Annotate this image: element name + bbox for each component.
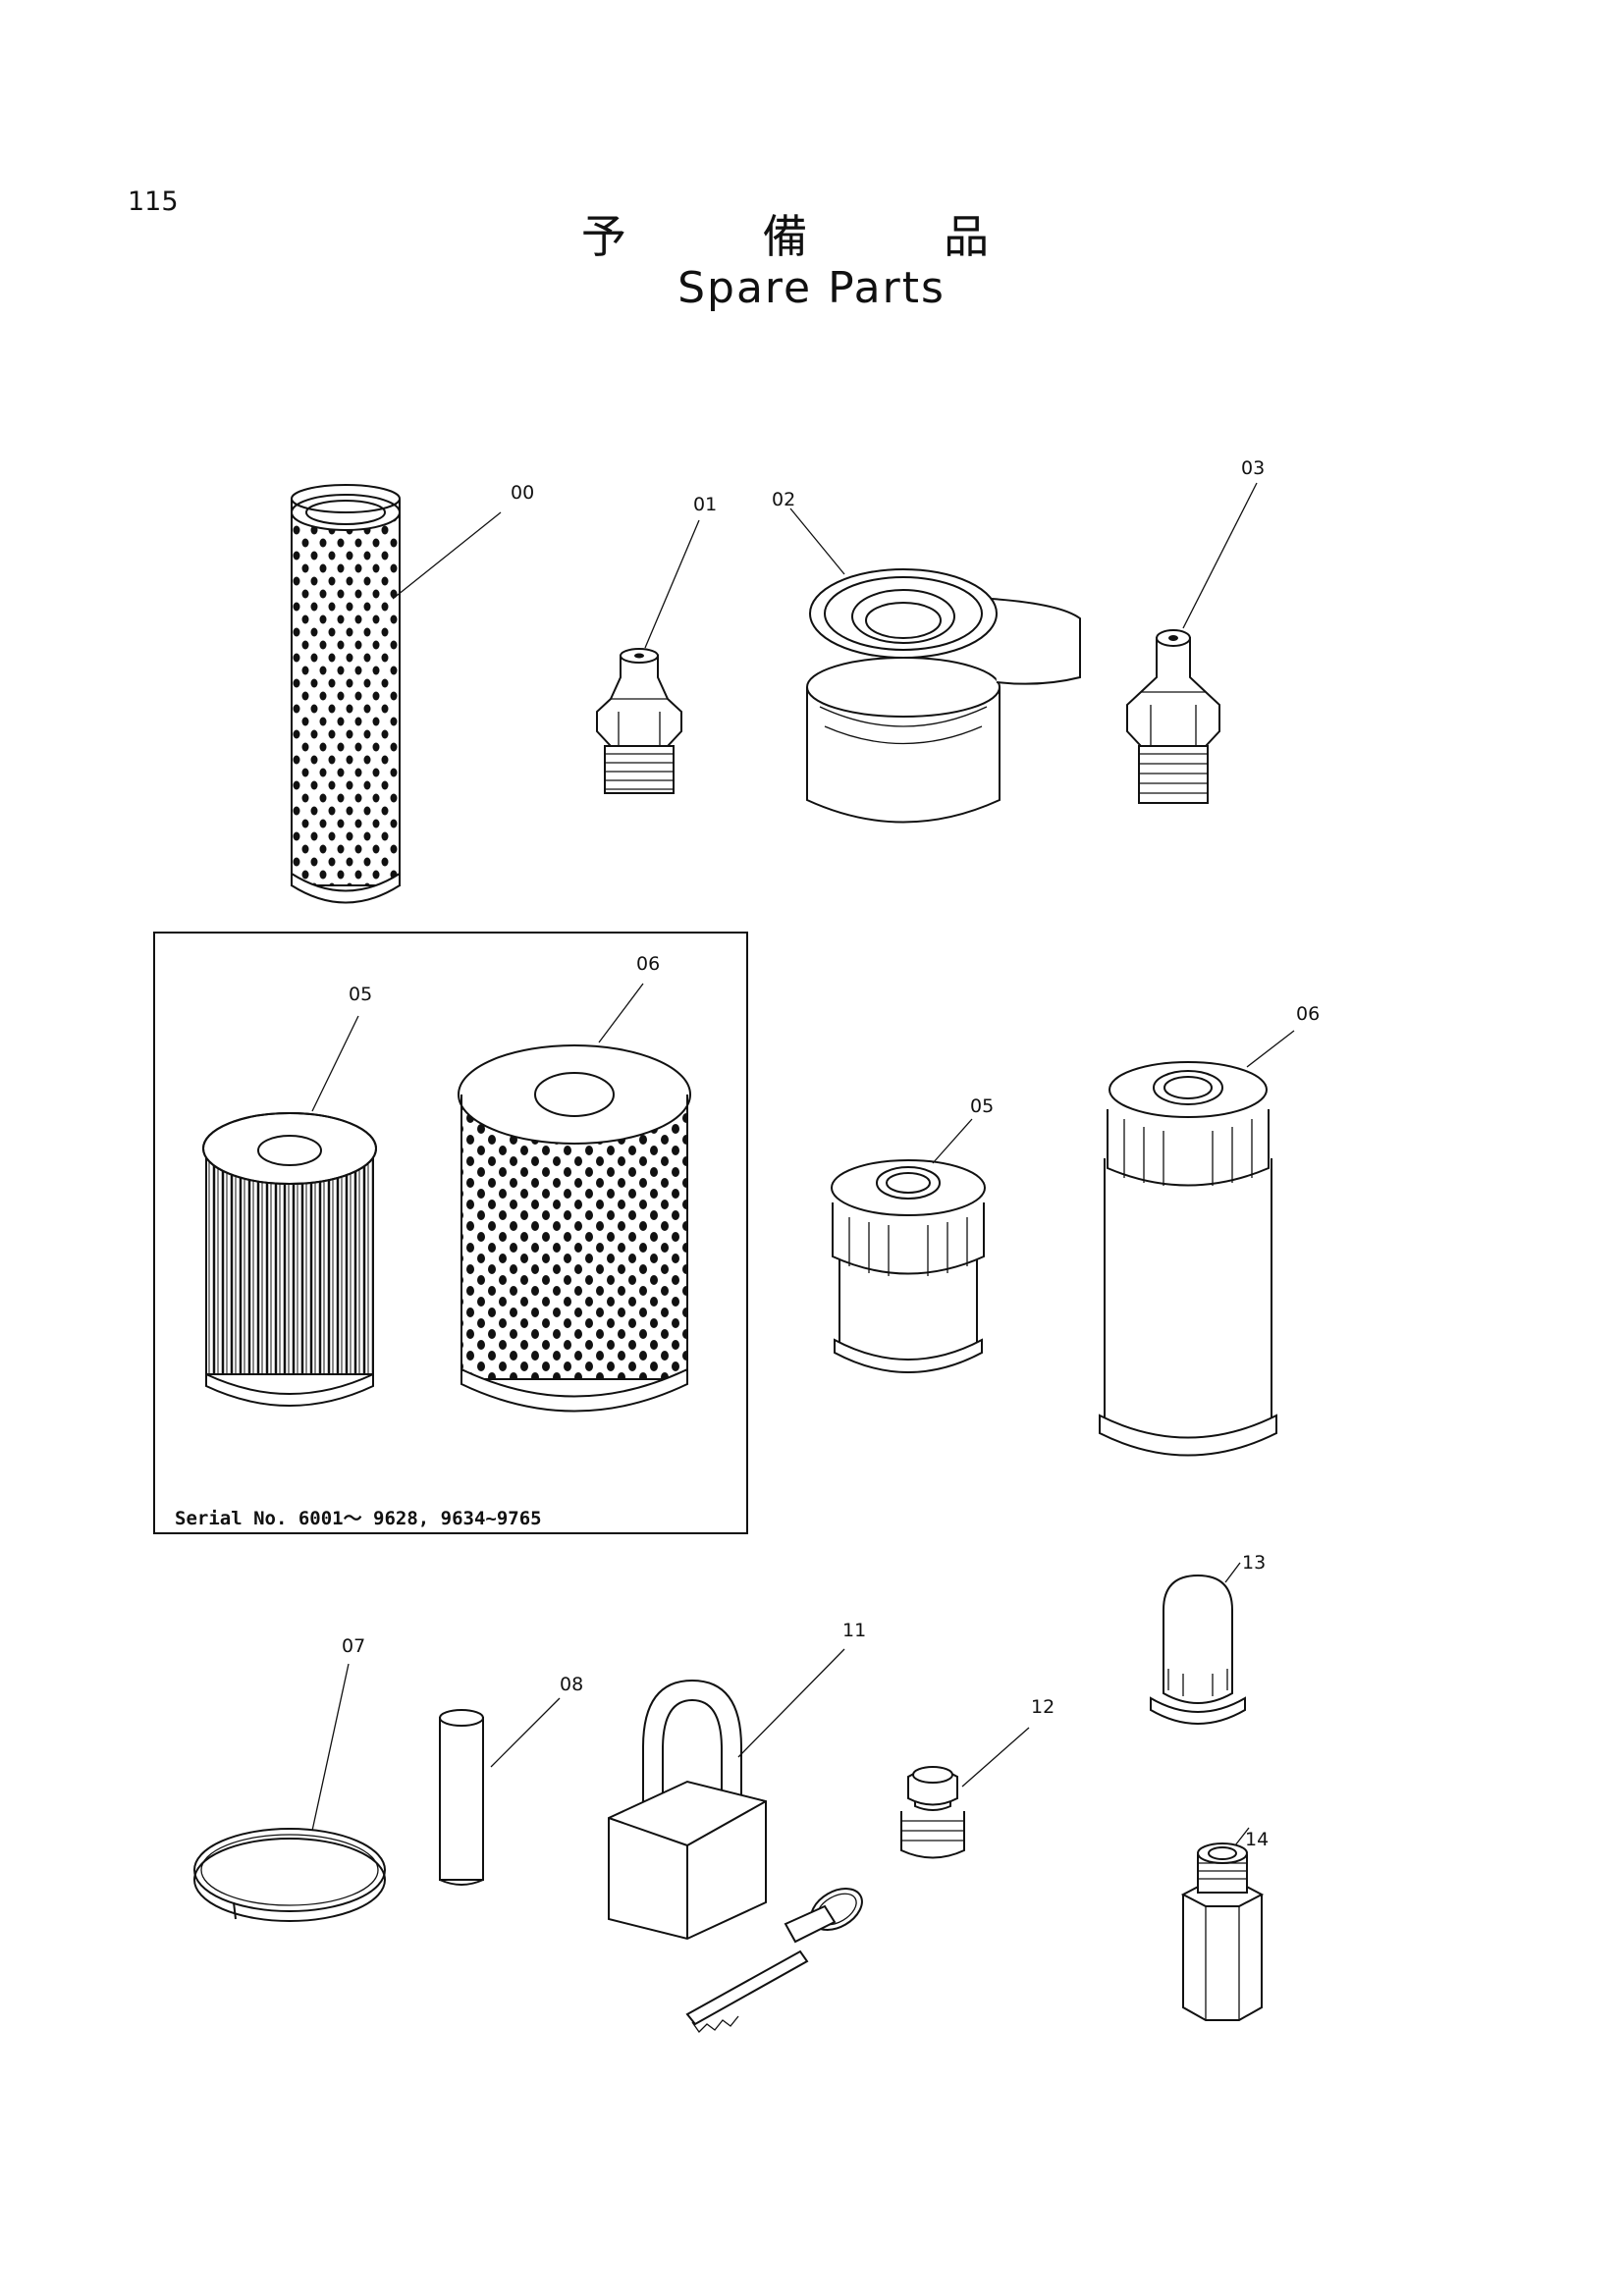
- seal-tape-icon: [789, 507, 1081, 824]
- split-ring-icon: [193, 1663, 386, 1922]
- spin-on-filter-icon: [831, 1118, 986, 1373]
- callout-13: 13: [1242, 1552, 1266, 1574]
- callout-05: 05: [970, 1095, 994, 1117]
- callout-11: 11: [842, 1620, 866, 1641]
- plug-icon: [900, 1727, 1030, 1859]
- callout-06: 06: [1296, 1003, 1320, 1025]
- callout-14: 14: [1245, 1829, 1269, 1850]
- serial-inset-frame: [153, 932, 748, 1534]
- callout-12: 12: [1031, 1696, 1055, 1718]
- callout-01: 01: [693, 494, 717, 515]
- callout-05-inset: 05: [349, 984, 372, 1005]
- spin-on-filter-tall-icon: [1099, 1030, 1295, 1457]
- serial-number-note: Serial No. 6001〜 9628, 9634~9765: [175, 1508, 542, 1529]
- page-title: Spare Parts: [677, 263, 946, 313]
- callout-02: 02: [772, 489, 795, 510]
- callout-00: 00: [511, 482, 534, 504]
- callout-03: 03: [1241, 457, 1265, 479]
- perforated-strainer-icon: [291, 484, 502, 904]
- page-title-japanese: 予 備 品: [580, 210, 1051, 263]
- callout-08: 08: [560, 1674, 583, 1695]
- small-filter-icon: [1150, 1562, 1246, 1725]
- callout-06-inset: 06: [636, 953, 660, 975]
- pleated-filter-element-icon: [202, 1015, 377, 1407]
- page-number: 115: [128, 187, 179, 217]
- padlock-with-key-icon: [608, 1648, 863, 2034]
- adapter-fitting-icon: [1180, 1827, 1265, 2021]
- grease-nipple-icon: [1126, 482, 1258, 804]
- grease-nipple-icon: [596, 519, 700, 794]
- pin-icon: [439, 1697, 561, 1886]
- callout-07: 07: [342, 1635, 365, 1657]
- perforated-filter-element-icon: [458, 983, 691, 1413]
